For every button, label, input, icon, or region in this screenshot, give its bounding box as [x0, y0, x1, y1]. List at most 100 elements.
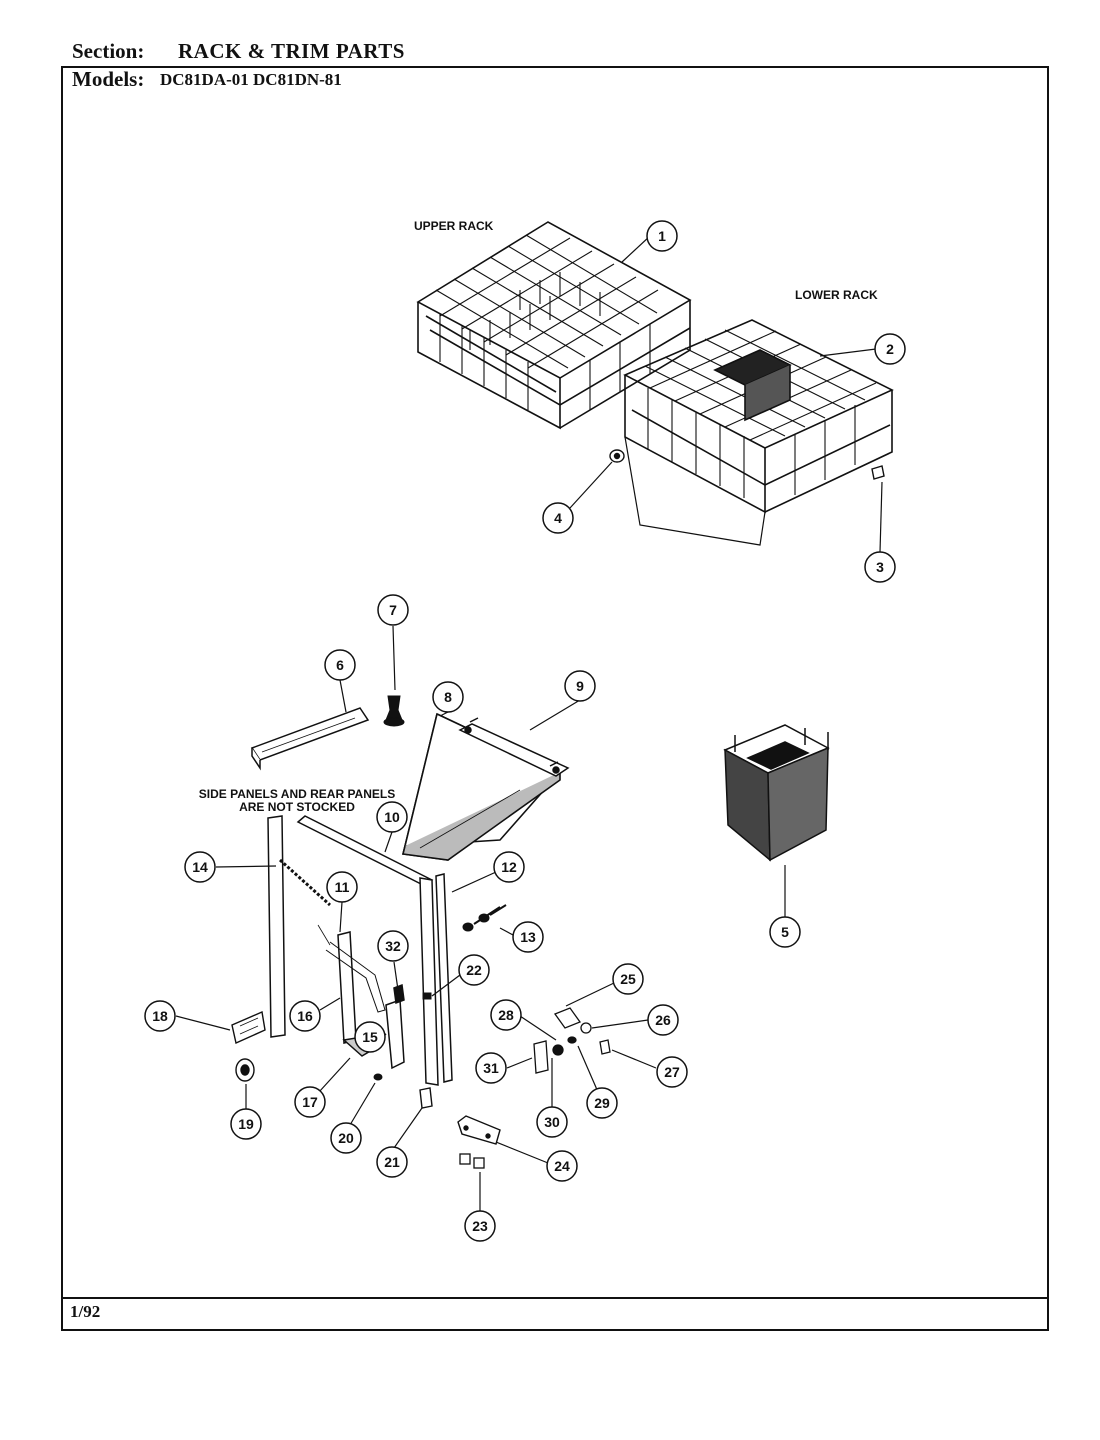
callout-2: 2: [874, 333, 906, 365]
upper-rack-label: UPPER RACK: [414, 219, 494, 233]
callout-circle: [647, 1004, 679, 1036]
callout-circle: [646, 220, 678, 252]
lower-rack-label: LOWER RACK: [795, 288, 878, 302]
leader-lines: [175, 235, 883, 1212]
trim-clip: [422, 992, 432, 1000]
callout-circle: [330, 1122, 362, 1154]
callout-number: 1: [658, 228, 666, 244]
callout-circle: [377, 594, 409, 626]
callout-8: 8: [432, 681, 464, 713]
callout-number: 27: [664, 1064, 680, 1080]
roller-wheel: [235, 1058, 255, 1082]
callout-number: 12: [501, 859, 517, 875]
callout-number: 31: [483, 1060, 499, 1076]
callout-22: 22: [458, 954, 490, 986]
callout-number: 2: [886, 341, 894, 357]
hinge-bracket: [385, 983, 405, 1070]
callout-circle: [586, 1087, 618, 1119]
callout-number: 16: [297, 1008, 313, 1024]
callout-4: 4: [542, 502, 574, 534]
callout-31: 31: [475, 1052, 507, 1084]
callout-circle: [512, 921, 544, 953]
bolt-set: [462, 904, 507, 932]
callout-number: 3: [876, 559, 884, 575]
rack-stop-clip-part: [871, 465, 885, 480]
page-frame: [61, 66, 1049, 1331]
callout-13: 13: [512, 921, 544, 953]
callout-number: 5: [781, 924, 789, 940]
callout-23: 23: [464, 1210, 496, 1242]
callout-circle: [326, 871, 358, 903]
callout-circle: [874, 333, 906, 365]
callout-circle: [475, 1052, 507, 1084]
latch-assembly: [533, 1007, 611, 1074]
callout-circle: [864, 551, 896, 583]
callout-26: 26: [647, 1004, 679, 1036]
cover-plate: [457, 1115, 501, 1145]
callout-number: 14: [192, 859, 208, 875]
callout-circle: [376, 1146, 408, 1178]
callout-11: 11: [326, 871, 358, 903]
lower-rack-drawing: [623, 319, 894, 546]
callout-circle: [536, 1106, 568, 1138]
callout-17: 17: [294, 1086, 326, 1118]
callout-number: 24: [554, 1158, 570, 1174]
callout-27: 27: [656, 1056, 688, 1088]
callout-32: 32: [377, 930, 409, 962]
left-side-trim: [267, 815, 286, 1038]
callout-circle: [144, 1000, 176, 1032]
callout-12: 12: [493, 851, 525, 883]
callout-circle: [464, 1210, 496, 1242]
callout-number: 6: [336, 657, 344, 673]
callout-number: 28: [498, 1007, 514, 1023]
callout-number: 11: [335, 879, 350, 895]
callout-circle: [612, 963, 644, 995]
section-title: RACK & TRIM PARTS: [178, 39, 405, 63]
callout-20: 20: [330, 1122, 362, 1154]
upper-rack-drawing: [416, 221, 692, 430]
callout-29: 29: [586, 1087, 618, 1119]
callout-number: 13: [520, 929, 536, 945]
rack-wheel-part: [609, 449, 625, 463]
callout-number: 32: [385, 938, 401, 954]
callout-30: 30: [536, 1106, 568, 1138]
callout-group: 1234567891011121314151617181920212223242…: [144, 220, 906, 1242]
callout-circle: [184, 851, 216, 883]
models-label: Models:: [72, 67, 145, 91]
callout-number: 18: [152, 1008, 168, 1024]
revision-date: 1/92: [70, 1302, 101, 1321]
models-value: DC81DA-01 DC81DN-81: [160, 70, 342, 89]
callout-circle: [490, 999, 522, 1031]
note-line-2: ARE NOT STOCKED: [239, 800, 355, 814]
callout-number: 30: [544, 1114, 560, 1130]
callout-number: 25: [620, 971, 636, 987]
callout-15: 15: [354, 1021, 386, 1053]
callout-circle: [769, 916, 801, 948]
section-label: Section:: [72, 39, 145, 63]
callout-circle: [564, 670, 596, 702]
callout-10: 10: [376, 801, 408, 833]
footer-divider: [62, 1297, 1047, 1299]
callout-number: 10: [384, 809, 400, 825]
callout-number: 29: [594, 1095, 610, 1111]
callout-18: 18: [144, 1000, 176, 1032]
top-trim-strip: [250, 707, 370, 771]
callout-circle: [546, 1150, 578, 1182]
callout-number: 7: [389, 602, 397, 618]
callout-number: 8: [444, 689, 452, 705]
callout-number: 20: [338, 1130, 354, 1146]
callout-circle: [377, 930, 409, 962]
callout-number: 15: [362, 1029, 378, 1045]
callout-5: 5: [769, 916, 801, 948]
callout-14: 14: [184, 851, 216, 883]
callout-25: 25: [612, 963, 644, 995]
callout-circle: [656, 1056, 688, 1088]
callout-number: 17: [302, 1094, 318, 1110]
callout-circle: [458, 954, 490, 986]
silverware-basket-drawing: [723, 724, 830, 862]
callout-circle: [542, 502, 574, 534]
callout-28: 28: [490, 999, 522, 1031]
callout-number: 19: [238, 1116, 254, 1132]
callout-number: 23: [472, 1218, 488, 1234]
